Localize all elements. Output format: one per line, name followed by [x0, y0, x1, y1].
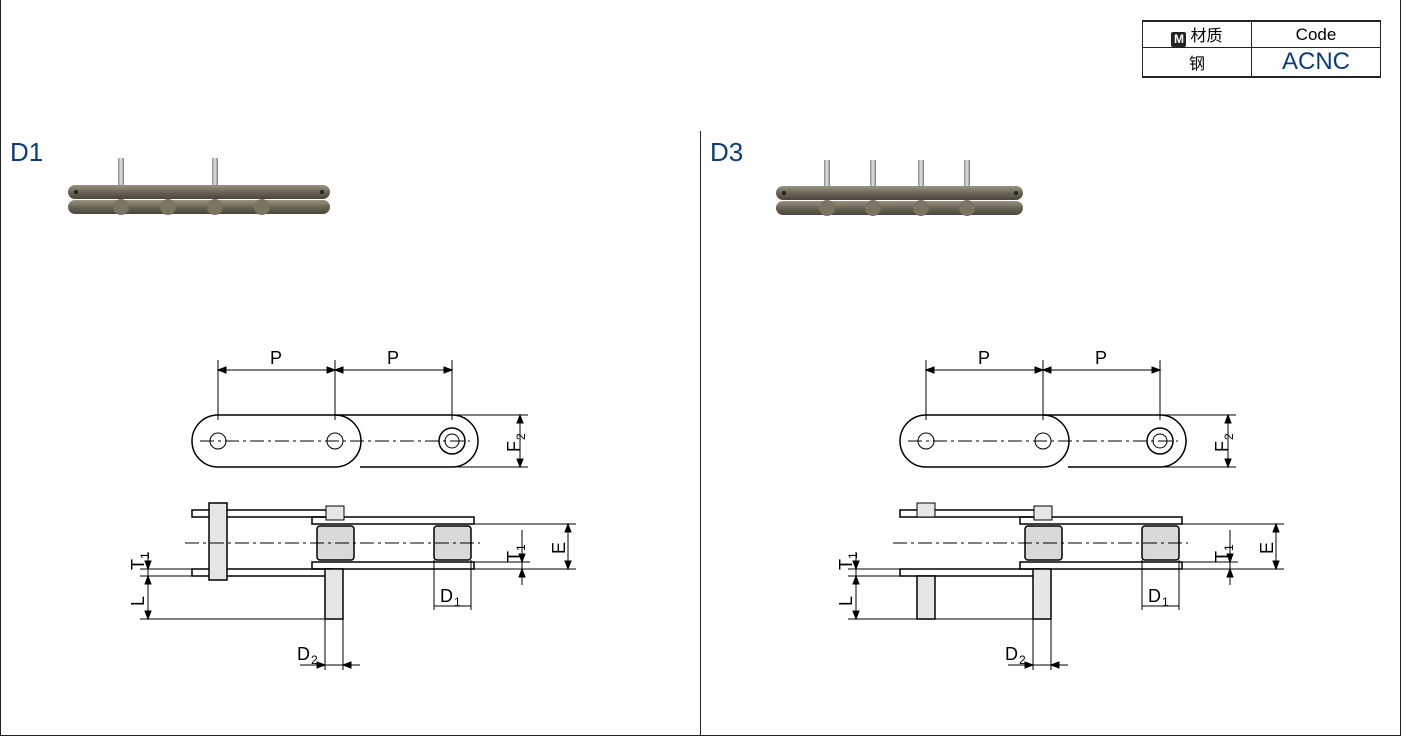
dim-d2: D — [1005, 644, 1018, 664]
dim-t1-left-sub: 1 — [846, 552, 860, 559]
dim-t1-right: T — [1212, 551, 1232, 562]
dim-p1: P — [270, 348, 282, 368]
dim-f2: F — [504, 441, 524, 452]
technical-drawing-d3: P P F 2 T 1 E D 1 T 1 L D 2 — [836, 348, 1284, 670]
code-header: Code — [1251, 20, 1381, 48]
dim-t1-left-sub: 1 — [138, 552, 152, 559]
dim-f2-sub: 2 — [514, 433, 528, 440]
dim-d2-sub: 2 — [311, 653, 318, 667]
material-header: 材质 — [1190, 28, 1223, 45]
dim-f2-sub: 2 — [1222, 433, 1236, 440]
dim-d1: D — [1148, 586, 1161, 606]
dim-d1-sub: 1 — [1162, 595, 1169, 609]
section-divider — [700, 131, 701, 736]
chain-photo-d1 — [68, 158, 330, 215]
dim-p2: P — [1095, 348, 1107, 368]
dim-d2-sub: 2 — [1019, 653, 1026, 667]
dim-d1: D — [440, 586, 453, 606]
dim-t1-left: T — [128, 559, 148, 570]
dim-d1-sub: 1 — [454, 595, 461, 609]
chain-photo-d3 — [776, 160, 1023, 216]
dim-t1-right-sub: 1 — [1222, 544, 1236, 551]
dim-t1-right-sub: 1 — [514, 544, 528, 551]
dim-f2: F — [1212, 441, 1232, 452]
dim-d2: D — [297, 644, 310, 664]
dim-e: E — [1257, 542, 1277, 554]
dim-e: E — [549, 542, 569, 554]
material-badge-icon: M — [1171, 32, 1187, 47]
dim-p1: P — [978, 348, 990, 368]
material-value: 钢 — [1142, 47, 1252, 78]
dim-p2: P — [387, 348, 399, 368]
dim-t1-right: T — [504, 551, 524, 562]
dim-t1-left: T — [836, 559, 856, 570]
code-value: ACNC — [1251, 47, 1381, 78]
dim-l: L — [836, 596, 856, 606]
section-label-d3: D3 — [710, 137, 744, 167]
technical-drawing-d1: P P F 2 T 1 E D 1 T 1 L D 2 — [128, 348, 576, 670]
section-label-d1: D1 — [10, 137, 44, 167]
dim-l: L — [128, 596, 148, 606]
